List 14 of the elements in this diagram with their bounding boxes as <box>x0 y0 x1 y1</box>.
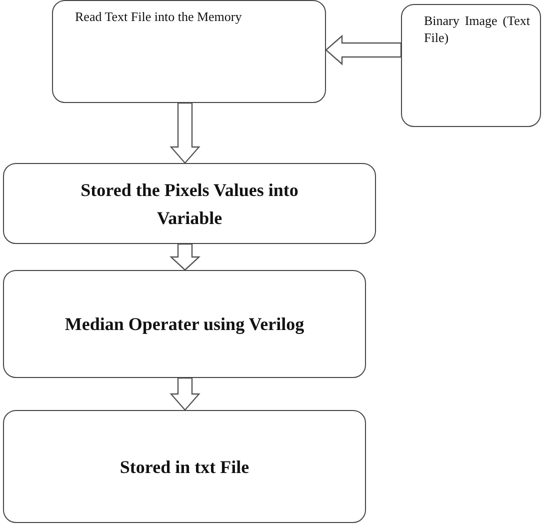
process-box <box>3 163 376 244</box>
box-text: Median Operater using Verilog <box>64 313 304 336</box>
process-box <box>401 4 541 127</box>
box-text: Read Text File into the Memory <box>75 8 242 25</box>
process-box <box>3 410 366 523</box>
box-text: Binary Image (Text File) <box>424 12 530 46</box>
box-text: Stored the Pixels Values into Variable <box>80 178 300 230</box>
block-arrow <box>169 243 201 271</box>
block-arrow <box>325 34 402 66</box>
block-arrow <box>170 377 200 411</box>
process-box <box>52 0 326 103</box>
block-arrow <box>170 102 200 164</box>
box-text: Stored in txt File <box>120 456 250 478</box>
process-box <box>3 270 366 378</box>
